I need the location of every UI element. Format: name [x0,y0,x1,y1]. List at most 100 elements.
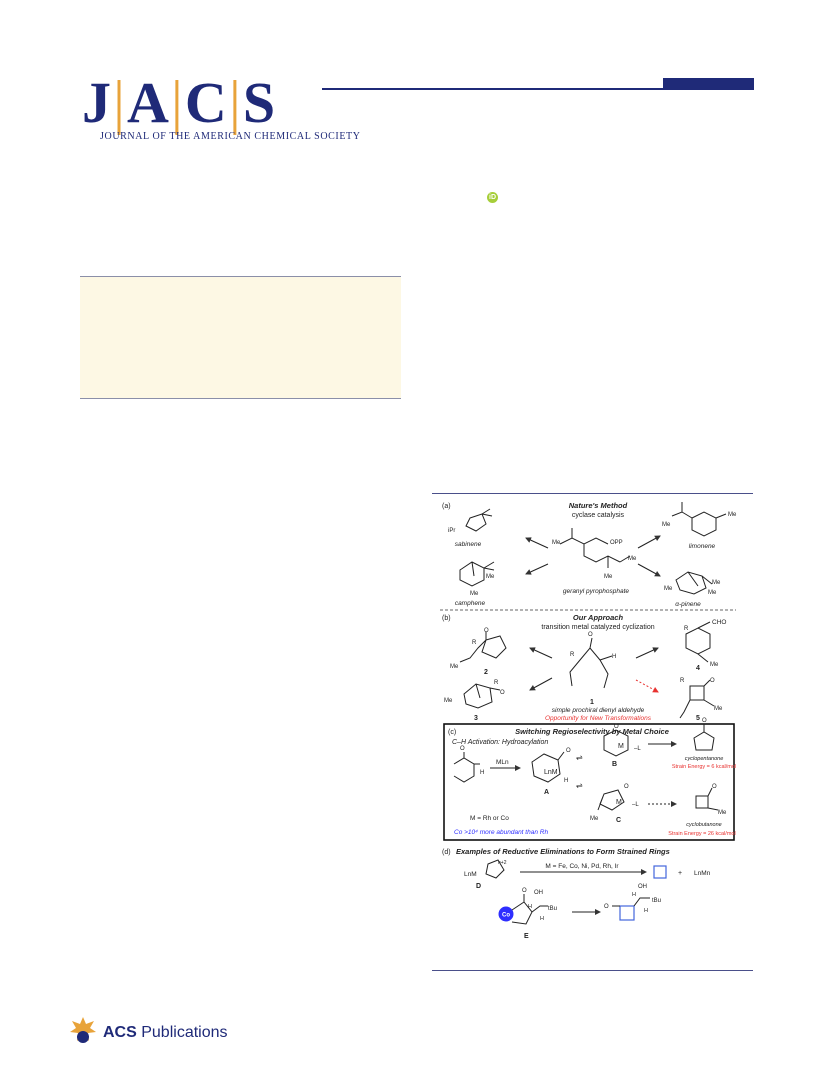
panel-c-label: (c) [448,729,456,736]
compound-3-o: O [500,690,505,696]
compound-5-structure [679,679,715,719]
aldehyde-structure [453,752,480,783]
compound-4-structure [685,621,711,663]
publications-wordmark: Publications [141,1024,228,1041]
panel-a-label: (a) [442,503,451,510]
panel-c-title: Switching Regioselectivity by Metal Choi… [515,727,669,736]
cobalt-label: Co [502,913,510,919]
compound-3-structure [463,683,501,709]
intermediate-c-structure [597,789,625,811]
product-metal: LnMn [694,870,711,877]
geranyl-me3: Me [604,574,613,580]
panel-d: (d) Examples of Reductive Eliminations t… [442,847,711,940]
compound-1-number: 1 [590,699,594,706]
camphene-structure [459,561,495,587]
panel-b-label: (b) [442,615,451,622]
intermediate-b-l: –L [634,746,641,752]
complex-e-o: O [522,888,527,894]
product-e-tbu: tBu [652,898,661,904]
compound-3-me: Me [444,698,453,704]
compound-1-o: O [588,632,593,638]
panel-d-title: Examples of Reductive Eliminations to Fo… [456,847,670,856]
acs-publications-logo[interactable]: ACS Publications [103,1024,228,1042]
compound-5-number: 5 [696,715,700,722]
panel-b-caption2: Opportunity for New Transformations [545,715,652,722]
product-camphene: camphene [455,600,486,607]
metallacycle-d-m: LnM [464,871,477,878]
complex-e-h2: H [540,916,544,922]
metal-list: M = Fe, Co, Ni, Pd, Rh, Ir [545,863,619,870]
metallacycle-d-label: D [476,883,481,890]
figure-top-rule [432,493,753,494]
intermediate-b-structure [603,729,629,757]
abundance-note: Co >10⁴ more abundant than Rh [454,829,548,836]
cyclopentanone-structure [693,724,715,751]
product-cyclobutanone: cyclobutanone [686,822,721,828]
logo-separator: | [113,69,126,135]
cyclopentanone-o: O [702,718,707,724]
plus-sign: + [678,870,682,877]
compound-5-o: O [710,678,715,684]
cyclobutanone-o: O [712,784,717,790]
compound-2-structure [459,632,507,663]
panel-d-label: (d) [442,849,451,856]
panel-c: (c) Switching Regioselectivity by Metal … [448,718,736,837]
logo-letter-s: S [242,70,276,135]
sabinene-ipr: iPr [448,528,455,534]
journal-subtitle: JOURNAL OF THE AMERICAN CHEMICAL SOCIETY [100,131,361,142]
cyclobutanone-me: Me [718,810,727,816]
orcid-icon[interactable]: iD [487,192,498,203]
compound-4-r: R [684,626,689,632]
metal-note: M = Rh or Co [470,815,509,822]
aldehyde-o: O [460,746,465,752]
compound-2-me: Me [450,664,459,670]
product-pinene: α-pinene [675,601,701,608]
product-e-h2: H [644,908,648,914]
strain-energy-2: Strain Energy = 26 kcal/mol [668,831,735,837]
geranyl-me2: Me [628,556,637,562]
compound-2-o: O [484,628,489,634]
geranyl-me1: Me [552,540,561,546]
arrow-b2 [529,677,553,691]
compound-3-number: 3 [474,715,478,722]
panel-b: (b) Our Approach transition metal cataly… [442,613,726,722]
strained-ring-square [653,865,667,879]
intermediate-a-structure [531,751,565,783]
acs-logo-icon [70,1017,96,1043]
complex-e-oh: OH [534,890,543,896]
product-e-structure [612,897,650,907]
logo-letter-a: A [127,70,169,135]
arrow-a1 [525,537,549,549]
cobalt-atom [498,906,514,922]
logo-separator: | [170,69,183,135]
product-e-o: O [604,904,609,910]
header-tab [663,78,754,90]
metallacycle-d-structure [485,859,505,879]
panel-c-box [443,723,735,841]
logo-letter-c: C [184,70,227,135]
limonene-me1: Me [728,512,737,518]
figure-bottom-rule [432,970,753,971]
complex-e-structure [511,894,548,925]
cyclobutanone-structure [695,787,719,811]
compound-5-r: R [680,678,685,684]
intermediate-b-m: M [618,743,624,750]
compound-1-structure [569,637,613,689]
intermediate-b-label: B [612,761,617,768]
product-cyclobutanone-square [619,905,635,921]
metallacycle-d-charge: n+2 [498,860,507,866]
arrow-a3 [637,535,661,549]
product-limonene: limonene [689,543,716,550]
panel-b-subtitle: transition metal catalyzed cyclization [541,624,654,631]
intermediate-b-o: O [614,724,619,730]
intermediate-c-label: C [616,817,621,824]
reagent-mln: MLn [496,759,509,766]
product-cyclopentanone: cyclopentanone [685,756,724,762]
sabinene-structure [465,508,493,532]
panel-b-title: Our Approach [573,613,624,622]
acs-wordmark: ACS [103,1024,137,1041]
intermediate-c-l: –L [632,802,639,808]
limonene-structure [671,502,727,537]
product-e-oh: OH [638,884,647,890]
equilibrium-ac: ⇌ [576,781,583,790]
